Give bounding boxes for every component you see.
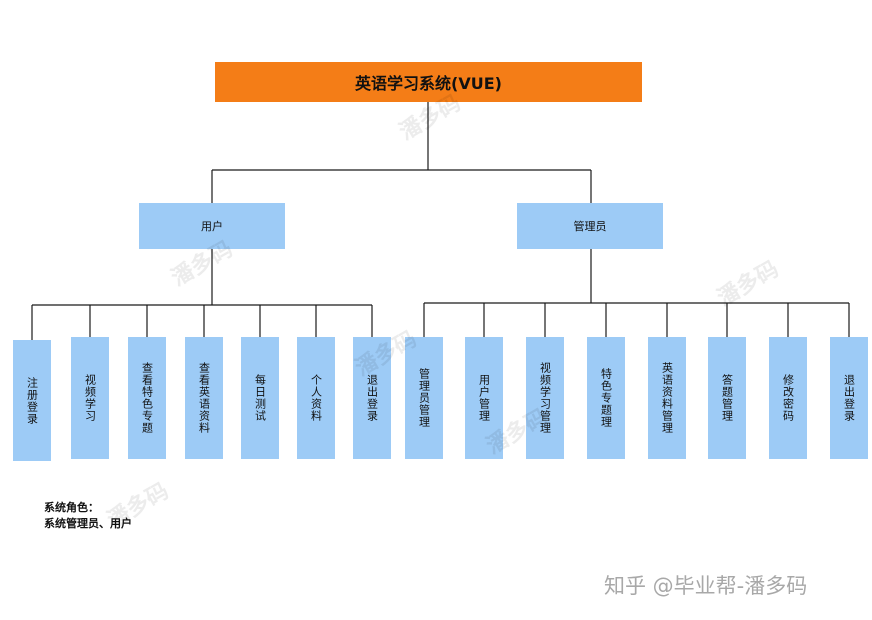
function-node-video-management: 视频学习管理 — [526, 337, 564, 459]
function-node-user-management: 用户管理 — [465, 337, 503, 459]
roles-note-heading: 系统角色： — [44, 501, 99, 514]
function-node-change-password: 修改密码 — [769, 337, 807, 459]
source-credit: 知乎 @毕业帮-潘多码 — [604, 574, 808, 598]
function-node-user-logout: 退出登录 — [353, 337, 391, 459]
function-node-admin-management: 管理员管理 — [405, 337, 443, 459]
function-node-view-materials: 查看英语资料 — [185, 337, 223, 459]
role-node-admin: 管理员 — [517, 203, 663, 249]
function-node-register-login: 注册登录 — [13, 340, 51, 461]
function-node-daily-test: 每日测试 — [241, 337, 279, 459]
function-node-view-topics: 查看特色专题 — [128, 337, 166, 459]
function-node-answer-management: 答题管理 — [708, 337, 746, 459]
function-node-materials-management: 英语资料管理 — [648, 337, 686, 459]
function-node-profile: 个人资料 — [297, 337, 335, 459]
function-node-topic-management: 特色专题理 — [587, 337, 625, 459]
role-node-user: 用户 — [139, 203, 285, 249]
roles-note-list: 系统管理员、用户 — [44, 517, 132, 530]
function-node-admin-logout: 退出登录 — [830, 337, 868, 459]
function-node-video-learning: 视频学习 — [71, 337, 109, 459]
system-title-node: 英语学习系统(VUE) — [215, 62, 642, 102]
